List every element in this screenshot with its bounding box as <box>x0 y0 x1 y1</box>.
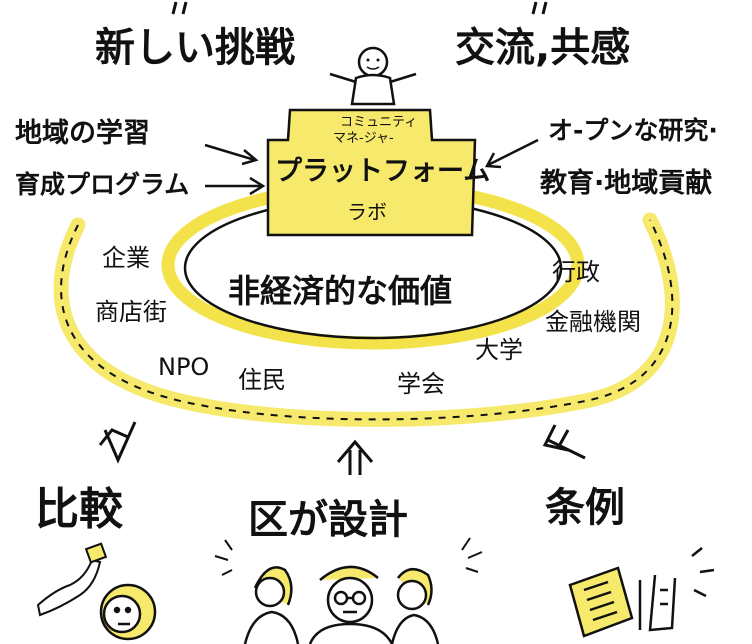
left-input-line1: 地域の学習 <box>15 118 150 149</box>
platform-sub: ラボ <box>347 200 387 224</box>
arrow-left-upper <box>204 143 256 162</box>
accent-lines-right <box>461 537 483 573</box>
stakeholder-shotengai: 商店街 <box>95 298 167 326</box>
platform-title: プラットフォーム <box>275 156 491 187</box>
left-input-line2: 育成プログラム <box>15 170 190 199</box>
community-label-2: マネ-ジャ- <box>333 131 394 146</box>
community-label-1: コミュニティ <box>340 115 418 130</box>
stakeholder-daigaku: 大学 <box>475 336 523 364</box>
ordinance-label: 条例 <box>545 485 625 531</box>
people-group <box>243 565 440 644</box>
arrow-ordinance <box>542 424 586 460</box>
non-economic-value: 非経済的な価値 <box>228 272 453 310</box>
right-input-line1: オ-プンな研究· <box>548 116 718 145</box>
accent-lines-left <box>214 539 233 576</box>
document-icon <box>568 547 715 638</box>
stakeholder-npo: NPO <box>158 353 210 381</box>
face-left <box>99 583 157 641</box>
stakeholder-gakkai: 学会 <box>397 370 445 398</box>
arrow-design <box>336 439 374 475</box>
compare-label: 比較 <box>35 484 123 535</box>
stakeholder-kinyu: 金融機関 <box>545 308 641 336</box>
outer-dashed-arc <box>60 219 674 421</box>
top-quote-right <box>531 1 548 15</box>
platform-box <box>266 108 477 237</box>
top-quote-left <box>171 1 188 15</box>
arrow-compare <box>98 421 137 464</box>
stakeholder-jumin: 住民 <box>238 366 286 394</box>
japan-map <box>36 558 102 617</box>
right-input-line2: 教育·地域貢献 <box>540 168 713 199</box>
hokkaido-highlight <box>84 542 108 564</box>
exchange-empathy-heading: 交流,共感 <box>455 25 631 71</box>
stakeholder-gyosei: 行政 <box>552 258 600 286</box>
ward-design-label: 区が設計 <box>248 497 408 543</box>
person-figure <box>329 46 417 106</box>
stakeholder-kigyo: 企業 <box>102 244 150 272</box>
arrow-right <box>487 138 539 167</box>
new-challenge-heading: 新しい挑戦 <box>95 25 295 71</box>
